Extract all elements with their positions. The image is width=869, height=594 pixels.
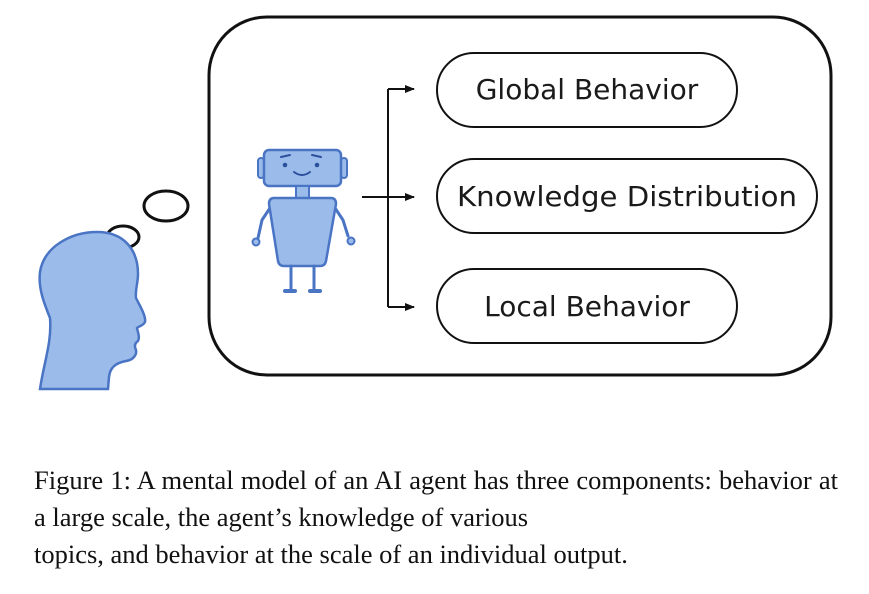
robot-icon bbox=[251, 148, 356, 293]
caption-line-3: topics, and behavior at the scale of an … bbox=[34, 539, 628, 569]
connector-lines bbox=[362, 85, 415, 311]
human-head-icon bbox=[38, 230, 147, 391]
component-local-behavior: Local Behavior bbox=[436, 268, 738, 344]
mental-model-diagram: Global Behavior Knowledge Distribution L… bbox=[38, 15, 833, 391]
component-global-behavior: Global Behavior bbox=[436, 52, 738, 128]
figure-caption: Figure 1: A mental model of an AI agent … bbox=[34, 462, 838, 573]
component-label: Local Behavior bbox=[484, 290, 690, 323]
component-knowledge-distribution: Knowledge Distribution bbox=[436, 158, 818, 234]
component-label: Global Behavior bbox=[476, 73, 699, 106]
robot-body bbox=[267, 196, 338, 268]
caption-line-2: behavior at a large scale, the agent’s k… bbox=[34, 465, 839, 532]
component-label: Knowledge Distribution bbox=[457, 180, 797, 213]
robot-head bbox=[262, 148, 343, 188]
caption-line-1: Figure 1: A mental model of an AI agent … bbox=[34, 465, 712, 495]
thought-circle-large bbox=[142, 189, 190, 223]
